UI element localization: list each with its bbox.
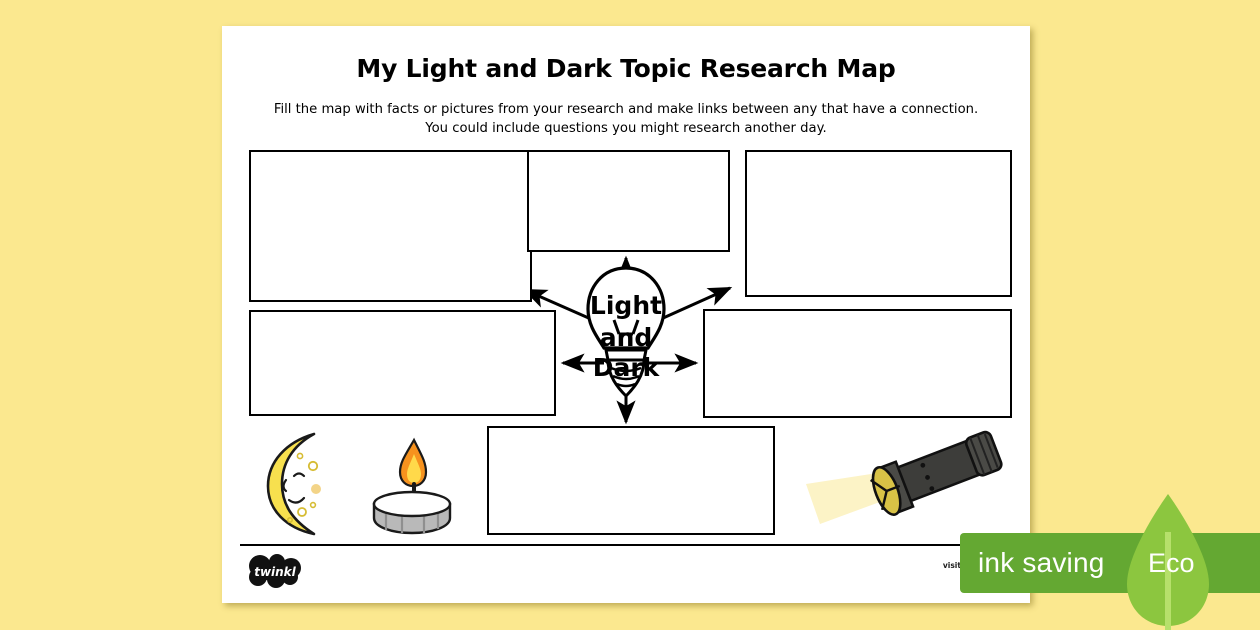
ink-saving-eco-badge: ink saving Eco — [960, 494, 1260, 630]
answer-box-middle-left[interactable] — [249, 310, 556, 416]
bulb-label-line-2: and — [600, 323, 653, 352]
subtitle-line-2: You could include questions you might re… — [425, 121, 827, 136]
worksheet-page: My Light and Dark Topic Research Map Fil… — [222, 26, 1030, 603]
leaf-icon — [1127, 494, 1209, 630]
answer-box-top-right[interactable] — [745, 150, 1012, 297]
footer-divider — [240, 544, 1012, 546]
page-subtitle: Fill the map with facts or pictures from… — [240, 100, 1012, 138]
flashlight-icon — [800, 426, 1012, 542]
bulb-label-line-1: Light — [590, 291, 662, 320]
twinkl-logo[interactable]: twinkl — [246, 554, 308, 588]
answer-box-top-left[interactable] — [249, 150, 532, 302]
eco-badge-bar — [960, 533, 1260, 593]
answer-box-top-middle[interactable] — [527, 150, 730, 252]
bulb-label-line-3: Dark — [593, 353, 661, 382]
answer-box-middle-right[interactable] — [703, 309, 1012, 418]
crescent-moon-icon — [256, 432, 340, 536]
subtitle-line-1: Fill the map with facts or pictures from… — [273, 102, 979, 117]
light-bulb-icon: Light and Dark — [580, 264, 672, 416]
twinkl-logo-text: twinkl — [254, 565, 296, 579]
answer-box-bottom-middle[interactable] — [487, 426, 775, 535]
page-title: My Light and Dark Topic Research Map — [356, 54, 896, 83]
tea-light-candle-icon — [362, 434, 462, 536]
ink-saving-label: ink saving — [978, 547, 1105, 578]
eco-label: Eco — [1148, 548, 1195, 578]
